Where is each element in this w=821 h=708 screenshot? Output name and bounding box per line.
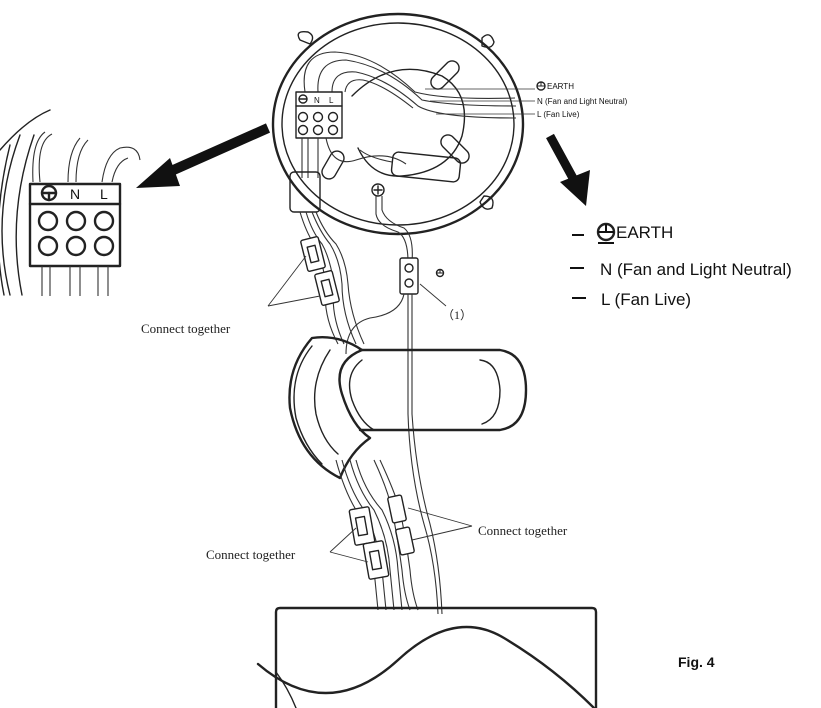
- earth-label-small: EARTH: [547, 82, 574, 91]
- connect-together-left-label: Connect together: [141, 321, 231, 336]
- connect-together-right-label: Connect together: [478, 523, 568, 538]
- zoom-arrow-left: [136, 123, 271, 188]
- terminal-n-label-small: N: [314, 96, 320, 105]
- earth-label-large: EARTH: [616, 223, 673, 242]
- terminal-n-label-zoom: N: [70, 186, 80, 202]
- mounting-plate: [271, 12, 525, 263]
- figure-caption: Fig. 4: [678, 654, 715, 670]
- zoom-arrow-right: [546, 133, 590, 206]
- connect-together-lower-left-label: Connect together: [206, 547, 296, 562]
- terminal-l-label-zoom: L: [100, 186, 108, 202]
- terminal-l-label-small: L: [329, 96, 334, 105]
- connect-pointer-right: [407, 507, 473, 541]
- neutral-label-small: N (Fan and Light Neutral): [537, 97, 628, 106]
- connect-pointer-left: [267, 255, 321, 307]
- upper-wire-bundle: [299, 211, 365, 345]
- earth-connector: [345, 257, 447, 615]
- small-label-leaders: [425, 88, 535, 115]
- terminal-zoom-inset: [0, 109, 141, 296]
- connect-pointer-lower-left: [329, 527, 369, 563]
- legend-large: [570, 222, 616, 299]
- connector-ref-label: （1）: [442, 308, 472, 322]
- earth-symbol-large: [596, 222, 616, 244]
- live-label-large: L (Fan Live): [601, 290, 691, 309]
- fan-motor-housing: [256, 606, 598, 708]
- neutral-label-large: N (Fan and Light Neutral): [600, 260, 792, 279]
- mounting-bracket: [288, 336, 528, 480]
- earth-symbol-small: [536, 81, 546, 91]
- lower-wire-bundle: [335, 459, 419, 611]
- live-label-small: L (Fan Live): [537, 110, 580, 119]
